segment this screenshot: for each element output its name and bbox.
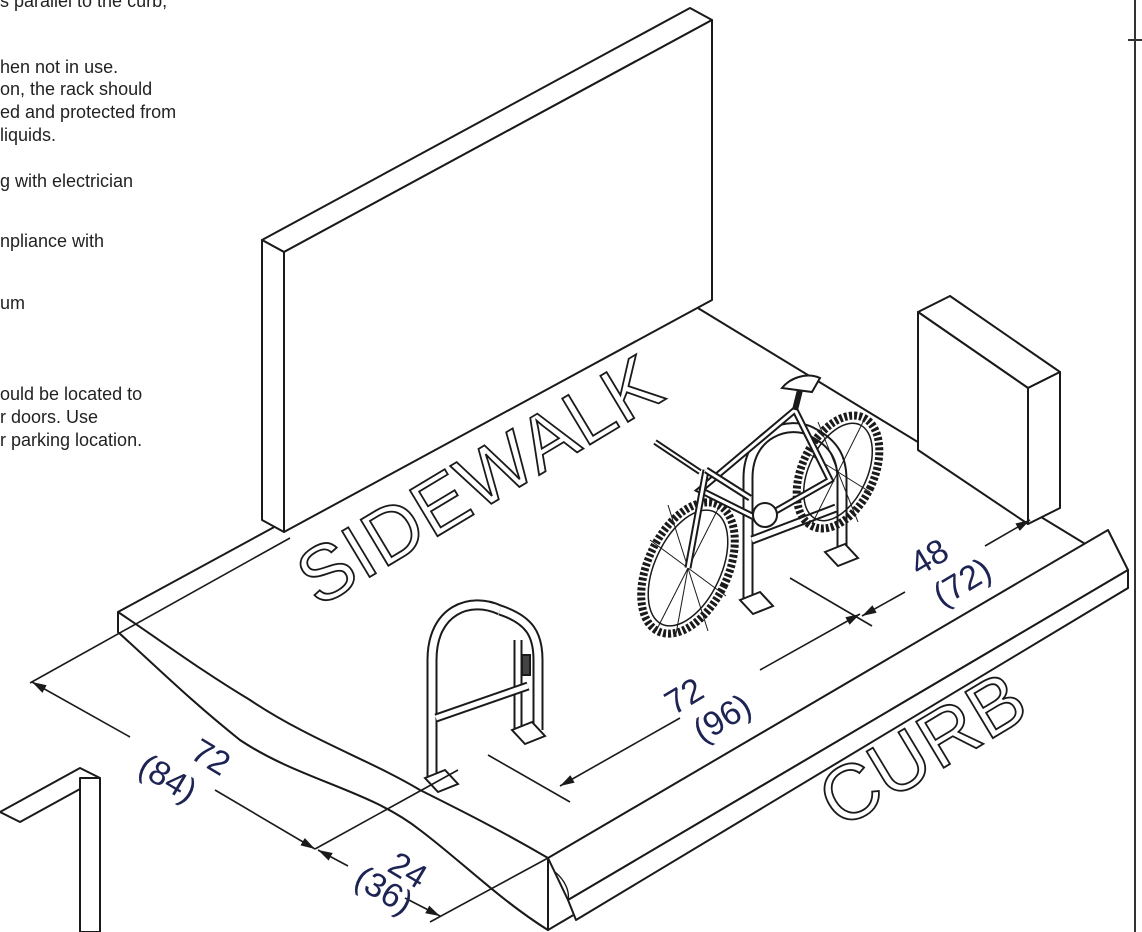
note-line: g with electrician <box>0 171 134 191</box>
dim-curb-clearance: 24 (36) <box>348 845 434 923</box>
note-line: liquids. <box>0 125 57 145</box>
curb <box>547 529 1129 921</box>
note-line: r parking location. <box>0 430 143 450</box>
note-line: um <box>0 293 26 313</box>
dimension-lines <box>29 519 1031 923</box>
note-line: s parallel to the curb, <box>0 0 168 11</box>
building-wall-lower <box>0 767 101 932</box>
note-line: npliance with <box>0 231 105 251</box>
note-line: hen not in use. <box>0 57 119 77</box>
dim-aisle-width: 72 (84) <box>132 732 237 811</box>
note-line: ed and protected from <box>0 102 177 122</box>
bicycle <box>637 374 884 638</box>
note-line: r doors. Use <box>0 407 99 427</box>
note-line: on, the rack should <box>0 79 153 99</box>
building-wall <box>261 7 713 533</box>
bike-rack-front <box>423 599 547 794</box>
note-line: ould be located to <box>0 384 143 404</box>
